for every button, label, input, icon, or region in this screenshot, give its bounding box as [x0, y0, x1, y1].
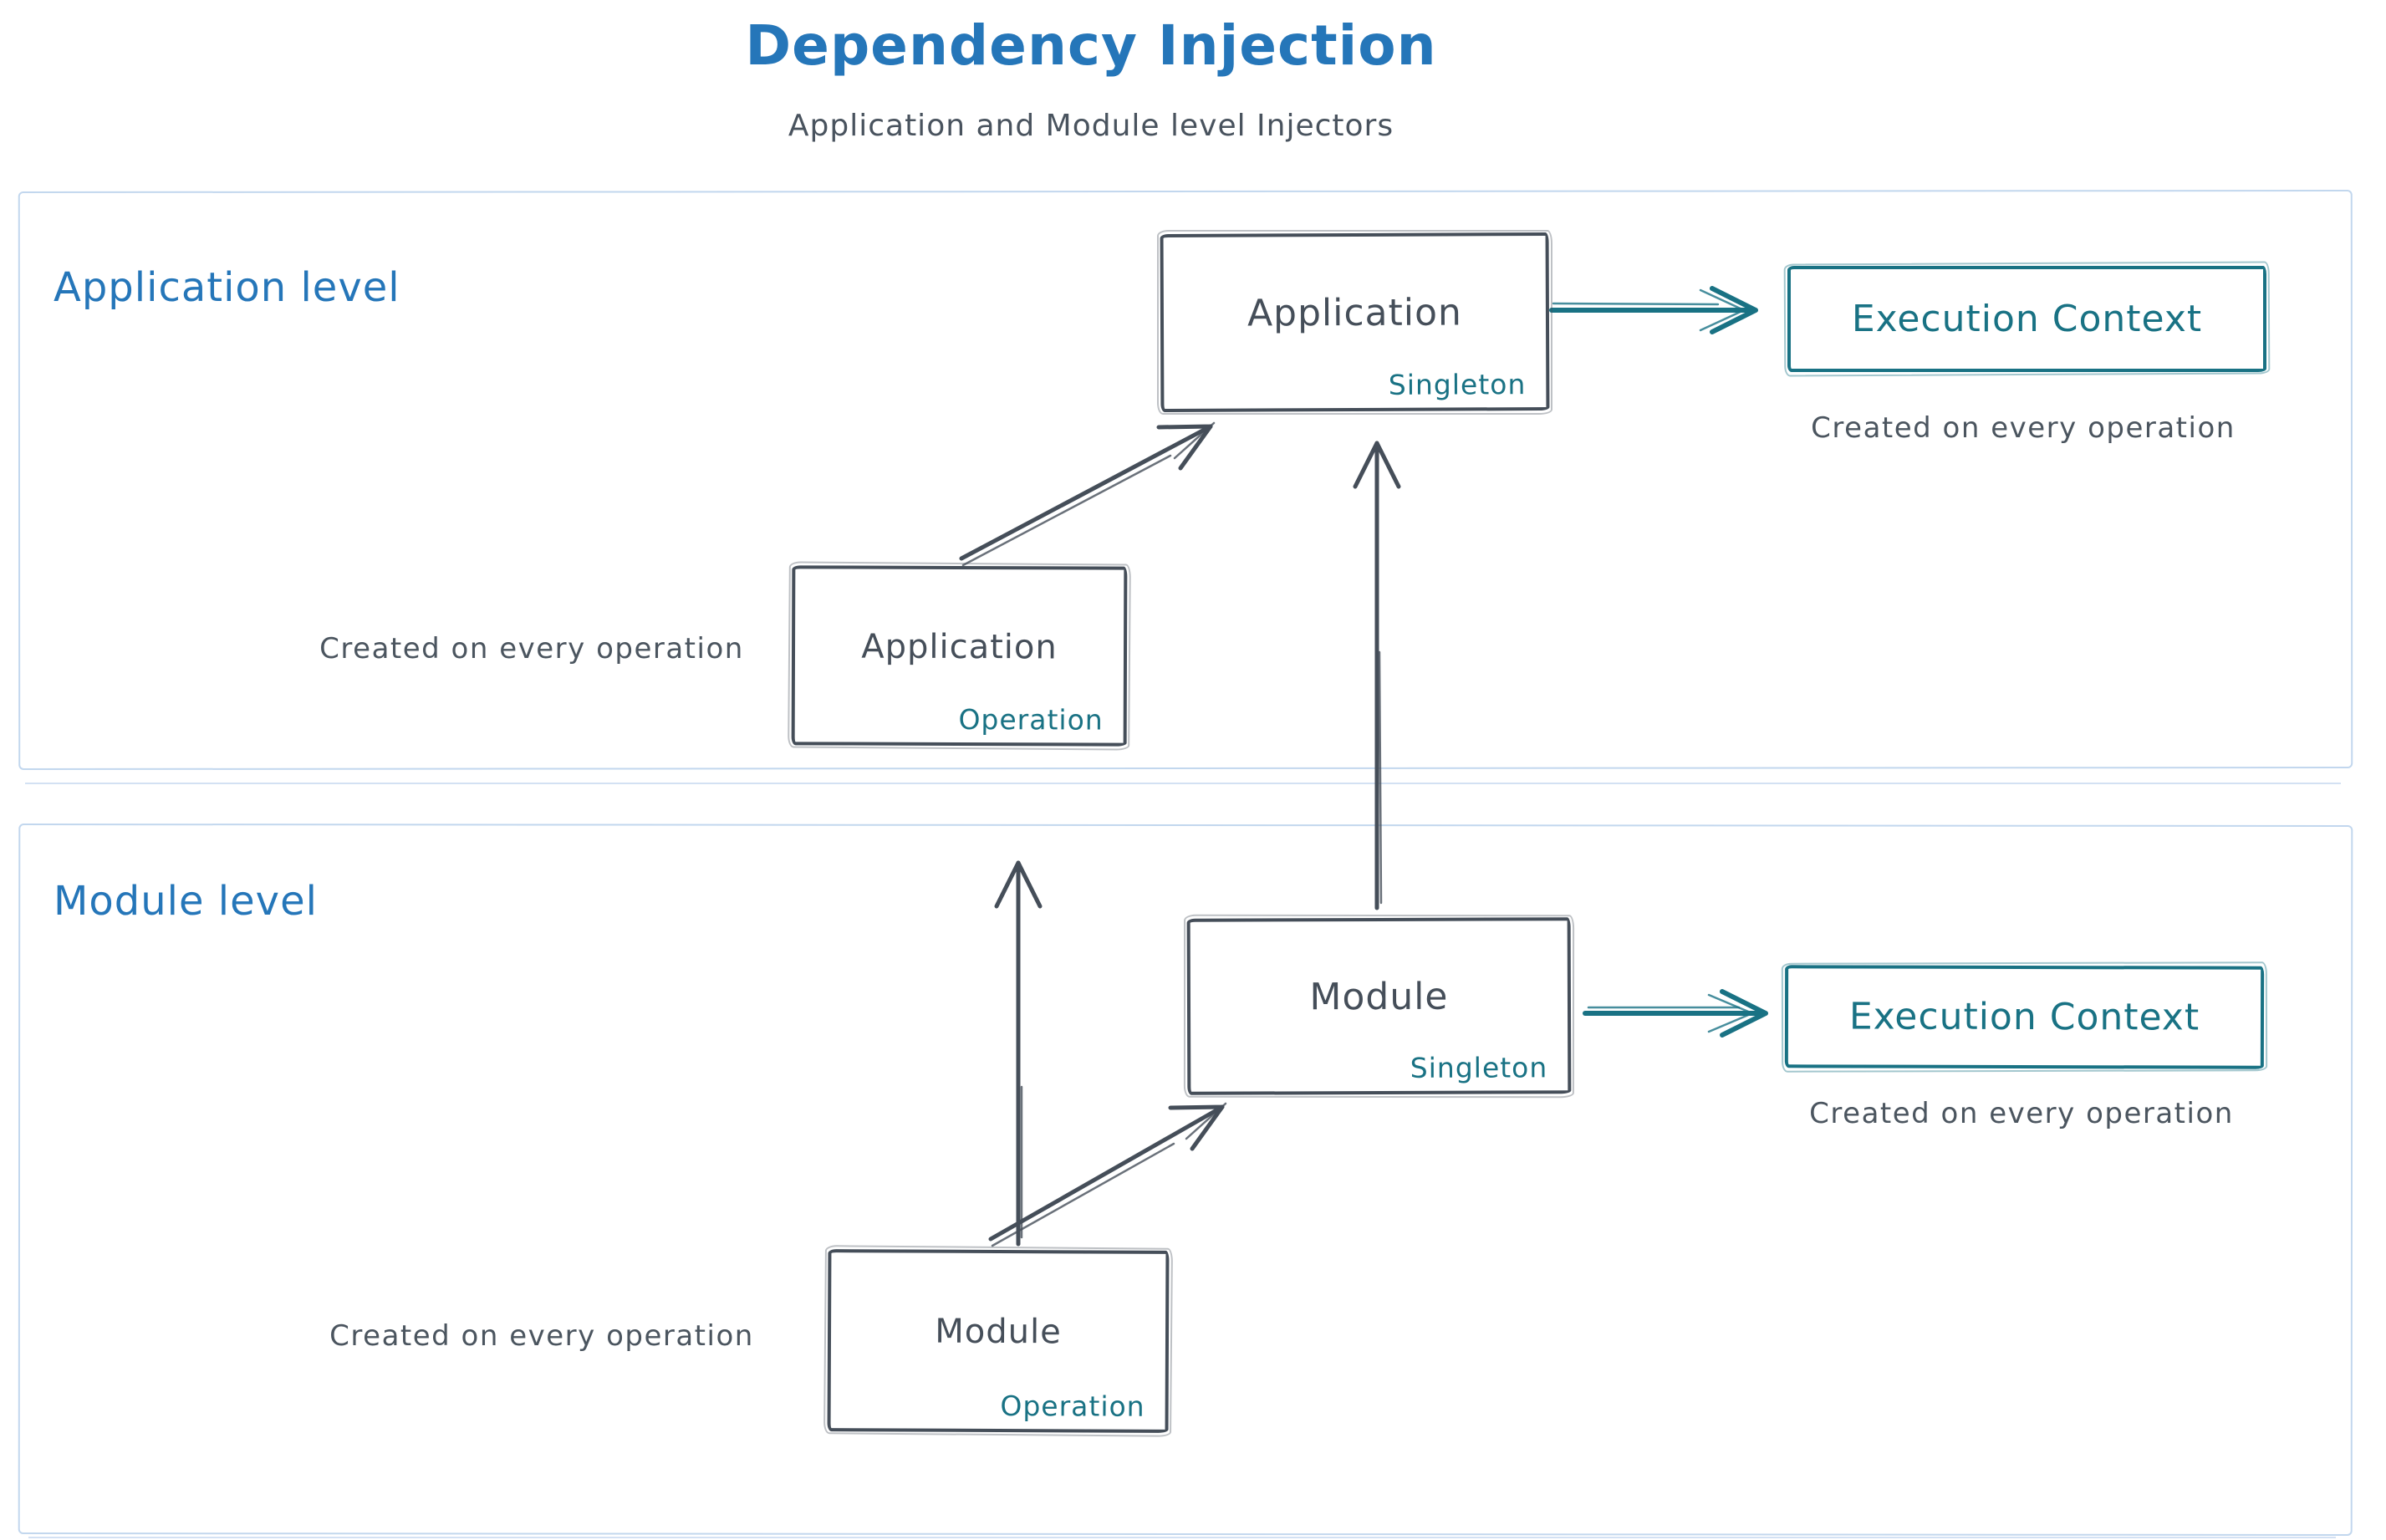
app-operation-caption: Created on every operation	[319, 632, 744, 665]
region-divider-stroke	[25, 783, 2341, 784]
app-operation-box: Application Operation	[791, 565, 1128, 747]
app-execution-context-box: Execution Context	[1787, 266, 2266, 372]
module-execution-caption: Created on every operation	[1809, 1097, 2234, 1130]
page-subtitle: Application and Module level Injectors	[788, 109, 1394, 143]
module-singleton-box: Module Singleton	[1186, 917, 1572, 1095]
application-level-label: Application level	[54, 264, 400, 311]
app-singleton-box: Application Singleton	[1160, 232, 1550, 413]
page-title: Dependency Injection	[745, 13, 1437, 78]
app-execution-context-title: Execution Context	[1851, 298, 2203, 340]
module-singleton-badge: Singleton	[1410, 1051, 1548, 1084]
module-operation-box: Module Operation	[827, 1249, 1170, 1433]
module-level-region	[18, 824, 2353, 1536]
module-operation-badge: Operation	[1000, 1390, 1145, 1423]
app-singleton-badge: Singleton	[1388, 368, 1527, 401]
module-execution-context-box: Execution Context	[1784, 965, 2265, 1069]
app-execution-caption: Created on every operation	[1811, 411, 2236, 445]
region-bottom-stroke	[28, 1537, 2336, 1538]
module-execution-context-title: Execution Context	[1848, 995, 2200, 1039]
module-level-label: Module level	[54, 878, 318, 925]
module-operation-caption: Created on every operation	[329, 1319, 754, 1353]
app-operation-badge: Operation	[958, 702, 1104, 737]
